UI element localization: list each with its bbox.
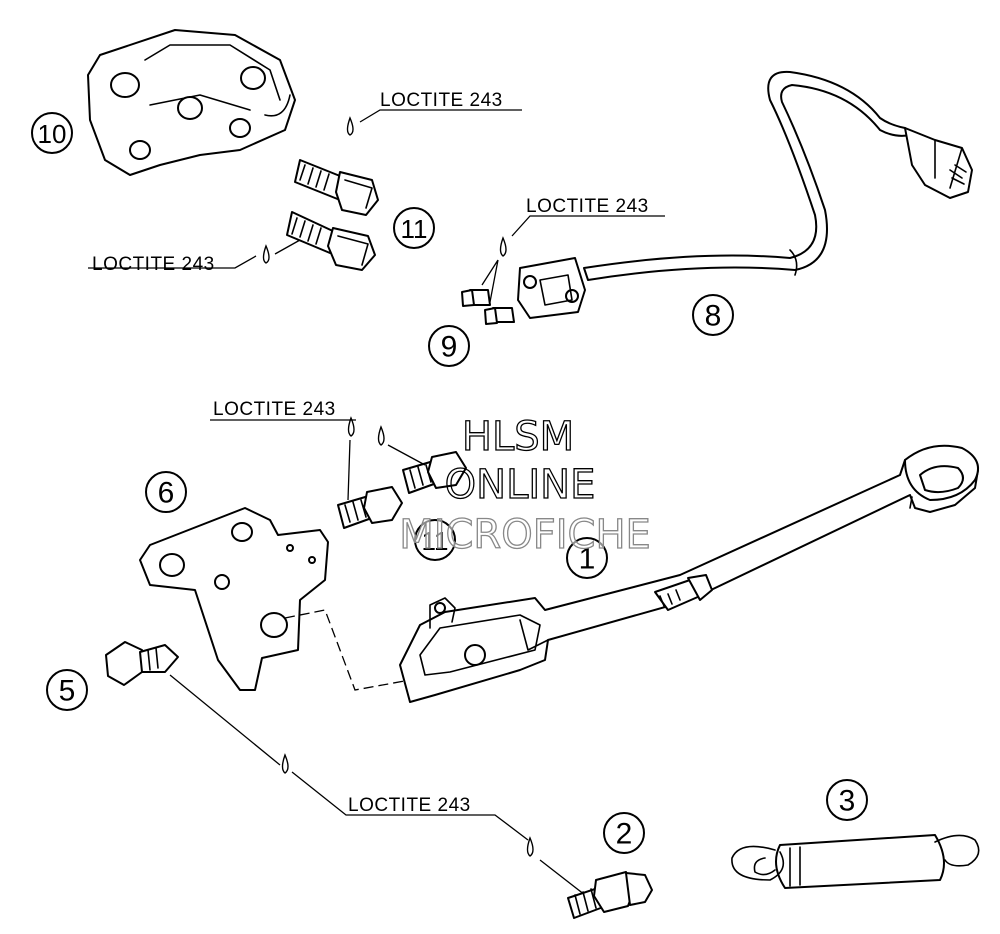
svg-text:5: 5 — [59, 675, 76, 708]
callout-2: 2 — [603, 812, 645, 854]
loctite-drop-icon — [281, 753, 289, 774]
loctite-drop-icon — [346, 116, 354, 136]
svg-text:10: 10 — [38, 119, 67, 149]
svg-text:3: 3 — [839, 785, 856, 818]
loctite-drop-icon — [526, 836, 534, 857]
watermark-line-3: MICROFICHE — [399, 512, 651, 558]
callout-11: 11 — [393, 207, 435, 249]
loctite-label: LOCTITE 243 — [380, 90, 503, 111]
loctite-drop-icon — [262, 244, 270, 264]
stud-bolt-part-5 — [105, 641, 179, 686]
callout-8: 8 — [692, 294, 734, 336]
loctite-drop-icon — [499, 236, 507, 257]
svg-text:8: 8 — [705, 300, 722, 333]
screw-part-9-a — [461, 289, 491, 307]
svg-text:11: 11 — [422, 526, 449, 556]
watermark-line-1: HLSM — [462, 414, 574, 460]
watermark-line-2: ONLINE — [445, 462, 596, 508]
loctite-label: LOCTITE 243 — [213, 399, 336, 420]
loctite-drop-icon — [347, 416, 355, 437]
side-stand-part-1 — [399, 444, 979, 703]
stand-bracket-part-6 — [139, 507, 329, 691]
pin-part-2 — [567, 871, 653, 919]
callout-5: 5 — [46, 669, 88, 711]
loctite-label: LOCTITE 243 — [348, 795, 471, 816]
svg-text:2: 2 — [616, 818, 633, 851]
bolt-part-11-middle-b — [402, 451, 467, 494]
callout-1: 1 — [566, 537, 608, 579]
loctite-label: LOCTITE 243 — [92, 254, 215, 275]
svg-text:1: 1 — [579, 543, 596, 576]
svg-text:11: 11 — [401, 214, 428, 244]
loctite-drop-icon — [377, 425, 385, 446]
callout-3: 3 — [826, 779, 868, 821]
watermark: HLSM ONLINE MICROFICHE — [399, 413, 652, 558]
sensor-part-8 — [517, 70, 973, 319]
bolt-part-11-lower — [286, 211, 376, 271]
spring-part-3 — [731, 834, 980, 889]
callout-11-middle: 11 — [414, 519, 456, 561]
loctite-label: LOCTITE 243 — [526, 196, 649, 217]
bracket-part-10 — [87, 29, 296, 176]
callout-6: 6 — [145, 471, 187, 513]
bolt-part-11-upper — [294, 159, 379, 216]
bolt-part-11-middle-a — [337, 486, 403, 529]
callout-10: 10 — [31, 112, 73, 154]
svg-text:9: 9 — [441, 331, 458, 364]
screw-part-9-b — [484, 307, 515, 325]
svg-text:6: 6 — [158, 477, 175, 510]
callout-9: 9 — [428, 325, 470, 367]
